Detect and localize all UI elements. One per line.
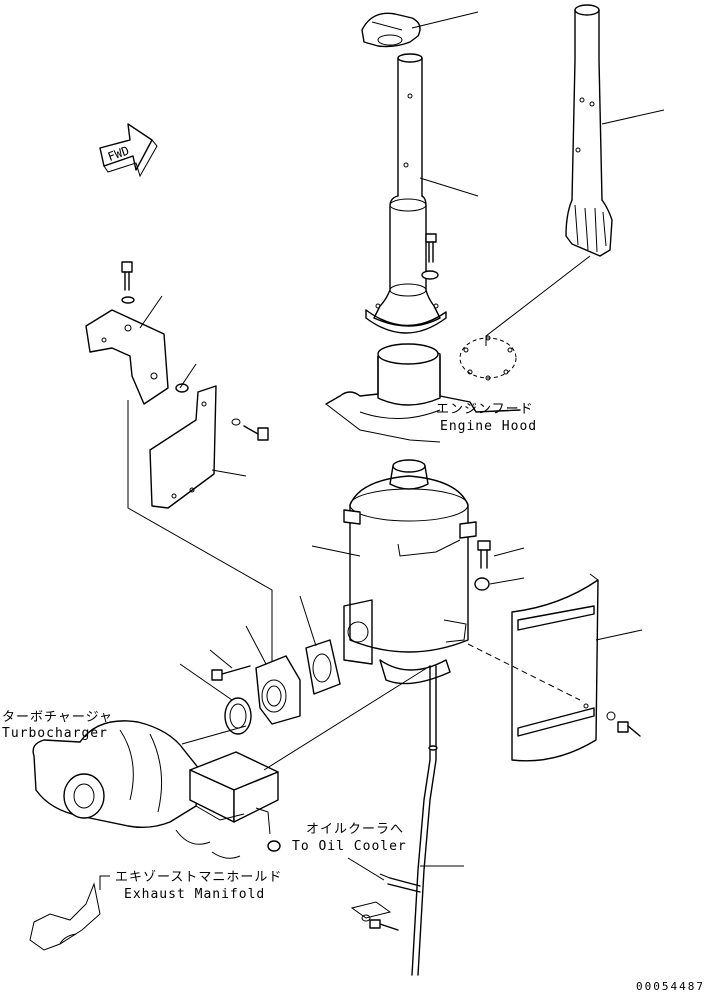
exhaust-elbow-part <box>211 655 301 725</box>
oil-cooler-pipe-part <box>379 665 438 976</box>
rain-cap-part <box>361 12 421 48</box>
pipe-bolt-part <box>350 901 399 931</box>
exhaust-manifold-label-jp: エキゾーストマニホールド <box>115 870 283 885</box>
exhaust-adapter-part <box>189 751 281 852</box>
leader-line-plate <box>211 469 247 477</box>
leader-line-adapter <box>181 725 247 745</box>
turbocharger-part <box>32 720 201 829</box>
leader-line-oil-cooler <box>347 857 385 881</box>
stack-bolt-part <box>421 233 439 280</box>
oil-cooler-label-en: To Oil Cooler <box>292 839 407 854</box>
drawing-code: 00054487 <box>636 980 705 993</box>
leader-line-muffler <box>311 545 361 557</box>
leader-line-bolt <box>493 547 525 557</box>
leader-line-adapter-pipe <box>263 665 431 771</box>
leader-line-rain-cap <box>411 11 479 29</box>
hood-collar-part <box>325 343 521 443</box>
manifold-outline <box>175 829 241 859</box>
engine-hood-label-en: Engine Hood <box>440 419 538 434</box>
muffler-bolt-part <box>474 540 491 591</box>
leader-line-manifold <box>99 875 110 890</box>
oil-cooler-label-jp: オイルクーラへ <box>306 822 405 837</box>
bracket-plate-part <box>149 385 269 509</box>
leader-line-stack <box>419 177 479 197</box>
muffler-body-part <box>343 459 477 685</box>
stack-guard-part <box>565 4 613 257</box>
leader-line-bracket <box>139 295 163 329</box>
exhaust-manifold-part <box>29 882 101 951</box>
turbocharger-label-en: Turbocharger <box>2 726 108 741</box>
leader-line-gasket-ring <box>179 663 233 701</box>
flange-gasket-part <box>305 639 341 695</box>
engine-hood-label-jp: エンジンフード <box>436 402 534 417</box>
turbocharger-label-jp: ターボチャージャ <box>2 710 113 725</box>
leader-line-bracket-flange <box>127 400 273 666</box>
fwd-label: FWD <box>106 143 131 164</box>
leader-line-gasket <box>485 255 591 346</box>
mounting-bracket-part <box>85 261 189 405</box>
leader-line-elbow-bolt <box>209 649 233 669</box>
leader-line-washer <box>489 577 525 585</box>
exhaust-stack-part <box>365 53 447 334</box>
leader-line-shield-dashed <box>467 643 581 701</box>
leader-line-bracket-nut <box>179 363 197 389</box>
leader-line-elbow <box>245 625 267 665</box>
exhaust-manifold-label-en: Exhaust Manifold <box>124 887 266 902</box>
hood-gasket-part <box>459 335 517 381</box>
leader-line-flange-gasket <box>299 595 317 647</box>
gasket-ring-part <box>224 697 252 735</box>
heat-shield-part <box>511 573 641 762</box>
leader-line-guard <box>601 109 665 125</box>
fwd-arrow-icon: FWD <box>99 123 158 178</box>
leader-line-shield <box>595 629 643 641</box>
